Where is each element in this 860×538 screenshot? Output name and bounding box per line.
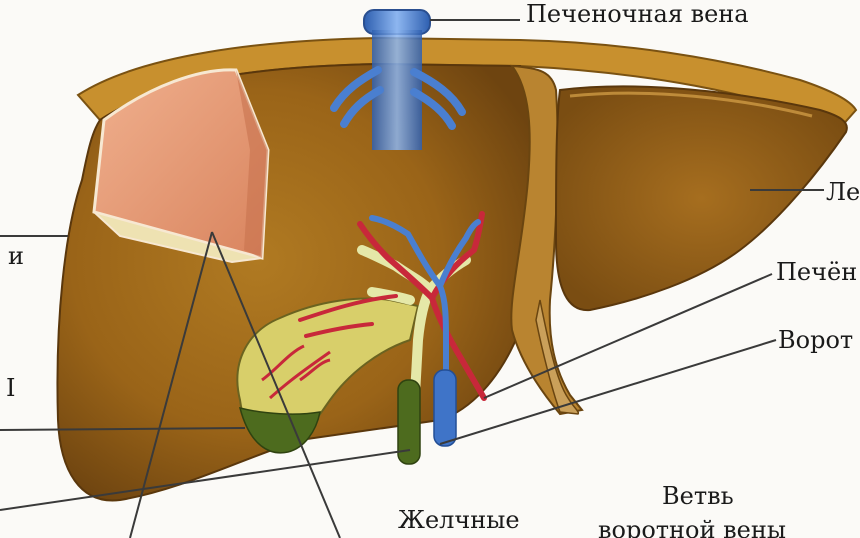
label-hepatic-vein: Печеночная вена — [526, 2, 749, 26]
label-portal-branch-line1: Ветвь — [662, 484, 734, 508]
portal-vein-trunk — [434, 370, 456, 446]
label-left-edge-2: І — [6, 376, 15, 400]
label-bile-ducts: Желчные — [398, 508, 520, 532]
label-left-edge-1: и — [8, 244, 24, 268]
label-portal-branch-line2: воротной вены — [598, 518, 786, 538]
label-left-lobe: Ле — [826, 180, 860, 204]
label-portal-vein: Ворот — [778, 328, 853, 352]
label-hepatic-artery: Печён — [776, 260, 857, 284]
